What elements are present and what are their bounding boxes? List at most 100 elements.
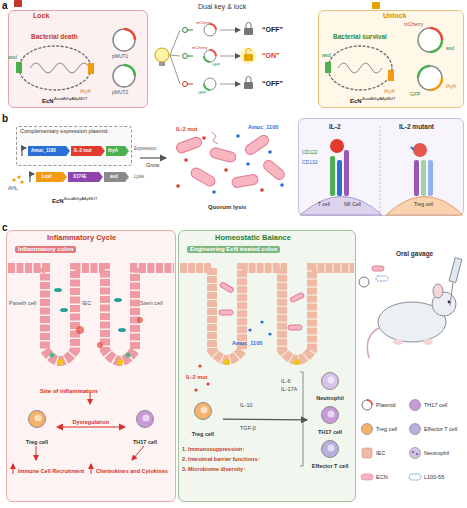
art-path: [204, 84, 210, 90]
figure-label: thyA: [446, 84, 456, 90]
panel-heading: IL-2: [329, 123, 341, 130]
panel-text: Engineering EcN treated colon: [187, 246, 280, 253]
figure-label: LuxI: [42, 174, 51, 179]
art-circle: [322, 373, 339, 390]
art-path: [367, 400, 372, 405]
panel-heading: Homeostatic Balance: [215, 234, 291, 243]
art-rect: [243, 133, 270, 156]
art-polygon: [68, 172, 103, 182]
art-rect: [14, 0, 22, 7]
art-circle: [195, 403, 212, 420]
legend-sample: [360, 470, 374, 484]
art-line: [187, 30, 193, 31]
art-rect: [449, 258, 462, 283]
art-rect: [372, 2, 380, 9]
effector-t-cell: Effector T cell: [307, 439, 353, 469]
figure-label: Treg cell: [414, 202, 433, 208]
figure-label: TGF-β: [240, 425, 256, 431]
plasmid-box: Complementary expression plasmid: [16, 126, 132, 166]
figure-label: T cell: [318, 202, 330, 208]
art-circle: [416, 453, 419, 456]
art-circle: [246, 162, 250, 166]
figure-label: 1. Immunosuppression↑: [182, 446, 245, 452]
art-rect: [244, 54, 253, 61]
figure-label: Site of inflammation: [40, 388, 97, 395]
figure-label: “ON”: [262, 52, 280, 60]
art-rect: [409, 474, 421, 480]
art-circle: [183, 54, 188, 59]
figure-label: thyA: [80, 88, 91, 94]
panel-heading: Unlock: [383, 12, 406, 20]
art-circle: [176, 184, 180, 188]
figure-label: IL-10: [240, 402, 253, 408]
art-circle: [410, 448, 421, 459]
art-circle: [432, 292, 456, 316]
art-circle: [12, 178, 15, 181]
figure-label: EcN: [52, 198, 64, 205]
art-circle: [328, 377, 335, 384]
cell-label: TH17 cell: [307, 429, 353, 435]
art-path: [210, 50, 216, 56]
legend-text: Neutrophil: [424, 450, 449, 456]
art-rect: [244, 28, 253, 35]
panel-heading: Complementary expression plasmid: [20, 128, 107, 134]
panel-heading: Inflammatory Cycle: [47, 234, 116, 243]
art-circle: [359, 277, 369, 287]
figure-label: GFP: [410, 92, 420, 98]
cell-label: Treg cell: [183, 431, 223, 437]
legend-sample: [408, 398, 422, 412]
art-ellipse: [433, 284, 443, 298]
treg-cell: Treg cell: [17, 409, 57, 445]
art-circle: [204, 50, 216, 62]
art-line: [140, 157, 166, 158]
art-line: [450, 282, 453, 306]
art-circle: [224, 168, 228, 172]
art-path: [367, 328, 379, 358]
art-circle: [35, 415, 42, 422]
art-ellipse: [393, 339, 403, 345]
art-circle: [410, 400, 421, 411]
figure-label: GFP: [212, 63, 220, 68]
art-circle: [204, 78, 216, 90]
art-circle: [412, 451, 415, 454]
figure-label: EcN: [350, 98, 362, 105]
art-circle: [143, 415, 150, 422]
figure-label: Immune Cell Recruitment: [18, 468, 84, 474]
genotype-superscript: ΔasdΔthyAΔpMUT: [54, 97, 87, 102]
panel-text: Bacterial death: [31, 33, 78, 40]
art-circle: [240, 48, 256, 64]
panel-heading: Lock: [33, 12, 49, 20]
figure-label: Paneth cell: [9, 300, 36, 306]
legend-text: IEC: [376, 450, 385, 456]
figure-label: EcN: [42, 98, 54, 105]
panel-letter: b: [2, 113, 8, 125]
art-circle: [322, 441, 339, 458]
panel-text: IL-2 mutant: [399, 123, 434, 130]
figure-label: pMUT2: [112, 90, 128, 96]
art-rect: [372, 266, 384, 271]
dual-key-lock: [155, 23, 256, 91]
figure-label: 3. Microbiome diversity↑: [182, 466, 246, 472]
art-rect: [175, 136, 203, 154]
art-circle: [328, 411, 335, 418]
figure-label: Chemokines and Cytokines: [96, 468, 168, 474]
cell-label: Treg cell: [17, 439, 57, 445]
panel-letter: a: [2, 0, 8, 12]
figure-label: pMUT1: [112, 54, 128, 60]
figure-label: mCherry: [196, 21, 211, 26]
art-circle: [362, 400, 372, 410]
figure-label: Lysis: [134, 174, 144, 179]
cell-label: TH17 cell: [125, 439, 165, 445]
art-circle: [362, 424, 373, 435]
legend-text: TH17 cell: [424, 402, 447, 408]
legend-text: ECN: [376, 474, 388, 480]
art-circle: [202, 136, 206, 140]
art-circle: [280, 183, 284, 187]
art-circle: [448, 301, 451, 304]
art-rect: [209, 147, 237, 163]
figure-label: Dual key & lock: [198, 3, 246, 11]
legend-sample: [408, 446, 422, 460]
art-circle: [183, 82, 188, 87]
mouse-gavage: [359, 258, 462, 358]
art-circle: [155, 48, 169, 62]
